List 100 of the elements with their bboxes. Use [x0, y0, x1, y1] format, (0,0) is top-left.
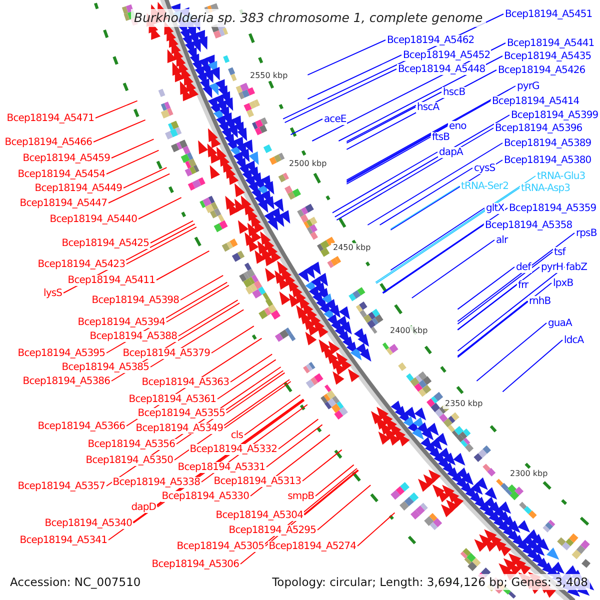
leader-line	[307, 54, 402, 100]
leader-line	[123, 167, 168, 188]
gene-label: Bcep18194_A5454	[16, 168, 106, 180]
leader-line	[476, 322, 547, 382]
gene-label: Bcep18194_A5395	[16, 348, 106, 358]
gene-label: Bcep18194_A5385	[60, 362, 150, 372]
gene-label: dapD	[130, 502, 157, 512]
gene-label: dapA	[438, 146, 464, 158]
gene-label: tRNA-Glu3	[536, 170, 586, 182]
leader-line	[180, 274, 224, 300]
gene-label: Bcep18194_A5304	[214, 510, 304, 520]
gene-label: Bcep18194_A5389	[503, 138, 592, 148]
leader-line	[382, 224, 484, 294]
leader-line	[390, 208, 485, 271]
gene-label: hscB	[442, 86, 466, 98]
scale-label: 2500 kbp	[287, 159, 329, 169]
gene-label: hscA	[416, 102, 440, 112]
gene-label: Bcep18194_A5471	[6, 112, 95, 124]
leader-line	[346, 86, 516, 180]
gene-label: Bcep18194_A5462	[386, 34, 476, 46]
gene-label: Bcep18194_A5435	[503, 50, 592, 62]
gene-label: Bcep18194_A5459	[22, 152, 111, 164]
leader-line	[166, 284, 230, 322]
gene-label: frr	[517, 280, 530, 290]
gene-label: Bcep18194_A5379	[122, 348, 211, 358]
gene-label: Bcep18194_A5355	[136, 408, 226, 418]
leader-line	[315, 464, 354, 496]
gene-label: Bcep18194_A5359	[508, 202, 598, 214]
gene-label: cysS	[473, 162, 496, 174]
leader-line	[230, 354, 273, 382]
gene-label: alr	[495, 234, 509, 246]
gene-label: cls	[230, 430, 244, 440]
gene-label: Bcep18194_A5338	[112, 476, 201, 488]
leader-line	[106, 150, 160, 174]
leader-line	[346, 106, 416, 144]
leader-line	[278, 418, 319, 450]
gene-label: Bcep18194_A5449	[34, 182, 123, 194]
gene-label: Bcep18194_A5332	[188, 444, 278, 454]
leader-line	[150, 220, 194, 244]
leader-line	[382, 208, 508, 294]
leader-line	[357, 512, 396, 546]
gene-label: fabZ	[565, 262, 588, 272]
leader-line	[290, 118, 323, 136]
gene-label: lysS	[42, 288, 63, 298]
gene-label: Bcep18194_A5447	[18, 198, 108, 208]
gene-label: smpB	[286, 490, 315, 502]
gene-label: Bcep18194_A5357	[16, 480, 106, 492]
leader-line	[95, 100, 138, 118]
gene-label: Bcep18194_A5448	[397, 64, 486, 74]
gene-label: Bcep18194_A5356	[86, 438, 176, 450]
leader-line	[302, 449, 342, 482]
leader-line	[457, 300, 528, 357]
gene-label: Bcep18194_A5306	[150, 558, 240, 570]
scale-label: 2550 kbp	[248, 71, 290, 81]
gene-label: Bcep18194_A5388	[88, 330, 178, 342]
leader-line	[304, 470, 359, 516]
leader-line	[108, 173, 170, 204]
leader-line	[334, 114, 510, 218]
leader-line	[457, 232, 575, 322]
leader-line	[390, 160, 503, 230]
leader-line	[390, 186, 460, 230]
gene-label: Bcep18194_A5440	[48, 214, 138, 224]
leader-line	[317, 484, 372, 530]
gene-label: Bcep18194_A5361	[128, 394, 217, 404]
gene-label: Bcep18194_A5340	[44, 518, 133, 528]
leader-line	[307, 40, 386, 76]
gene-label: Bcep18194_A5305	[176, 540, 265, 552]
leader-line	[367, 142, 503, 226]
leader-line	[346, 100, 491, 182]
gene-label: Bcep18194_A5331	[176, 462, 266, 472]
gene-label: Bcep18194_A5396	[494, 122, 584, 134]
leader-line	[336, 128, 494, 221]
leader-line	[375, 176, 536, 283]
leader-line	[244, 394, 301, 436]
scale-label: 2400 kbp	[388, 326, 430, 336]
gene-label: ftsB	[431, 132, 451, 142]
leader-line	[346, 126, 448, 183]
leader-line	[376, 188, 520, 284]
leader-line	[266, 424, 323, 468]
gene-label: Bcep18194_A5313	[212, 476, 302, 486]
leader-line	[226, 372, 286, 414]
leader-line	[346, 136, 431, 184]
leader-line	[457, 266, 540, 330]
gene-label: Bcep18194_A5423	[36, 258, 126, 270]
leader-line	[457, 266, 515, 310]
leader-line	[111, 138, 154, 158]
gene-label: ldcA	[563, 334, 585, 346]
gene-label: Bcep18194_A5330	[160, 490, 250, 502]
leader-line	[156, 250, 210, 280]
leader-line	[457, 284, 517, 330]
gene-label: def	[515, 262, 532, 272]
gene-label: Bcep18194_A5341	[18, 534, 108, 546]
accession-note: Accession: NC_007510	[8, 574, 143, 590]
scale-label: 2350 kbp	[443, 399, 485, 409]
leader-line	[284, 68, 397, 124]
gene-label: Bcep18194_A5274	[268, 540, 357, 552]
leader-line	[224, 381, 292, 428]
gene-label: Bcep18194_A5366	[36, 420, 126, 432]
gene-label: pyrG	[516, 80, 540, 92]
leader-line	[457, 252, 553, 324]
